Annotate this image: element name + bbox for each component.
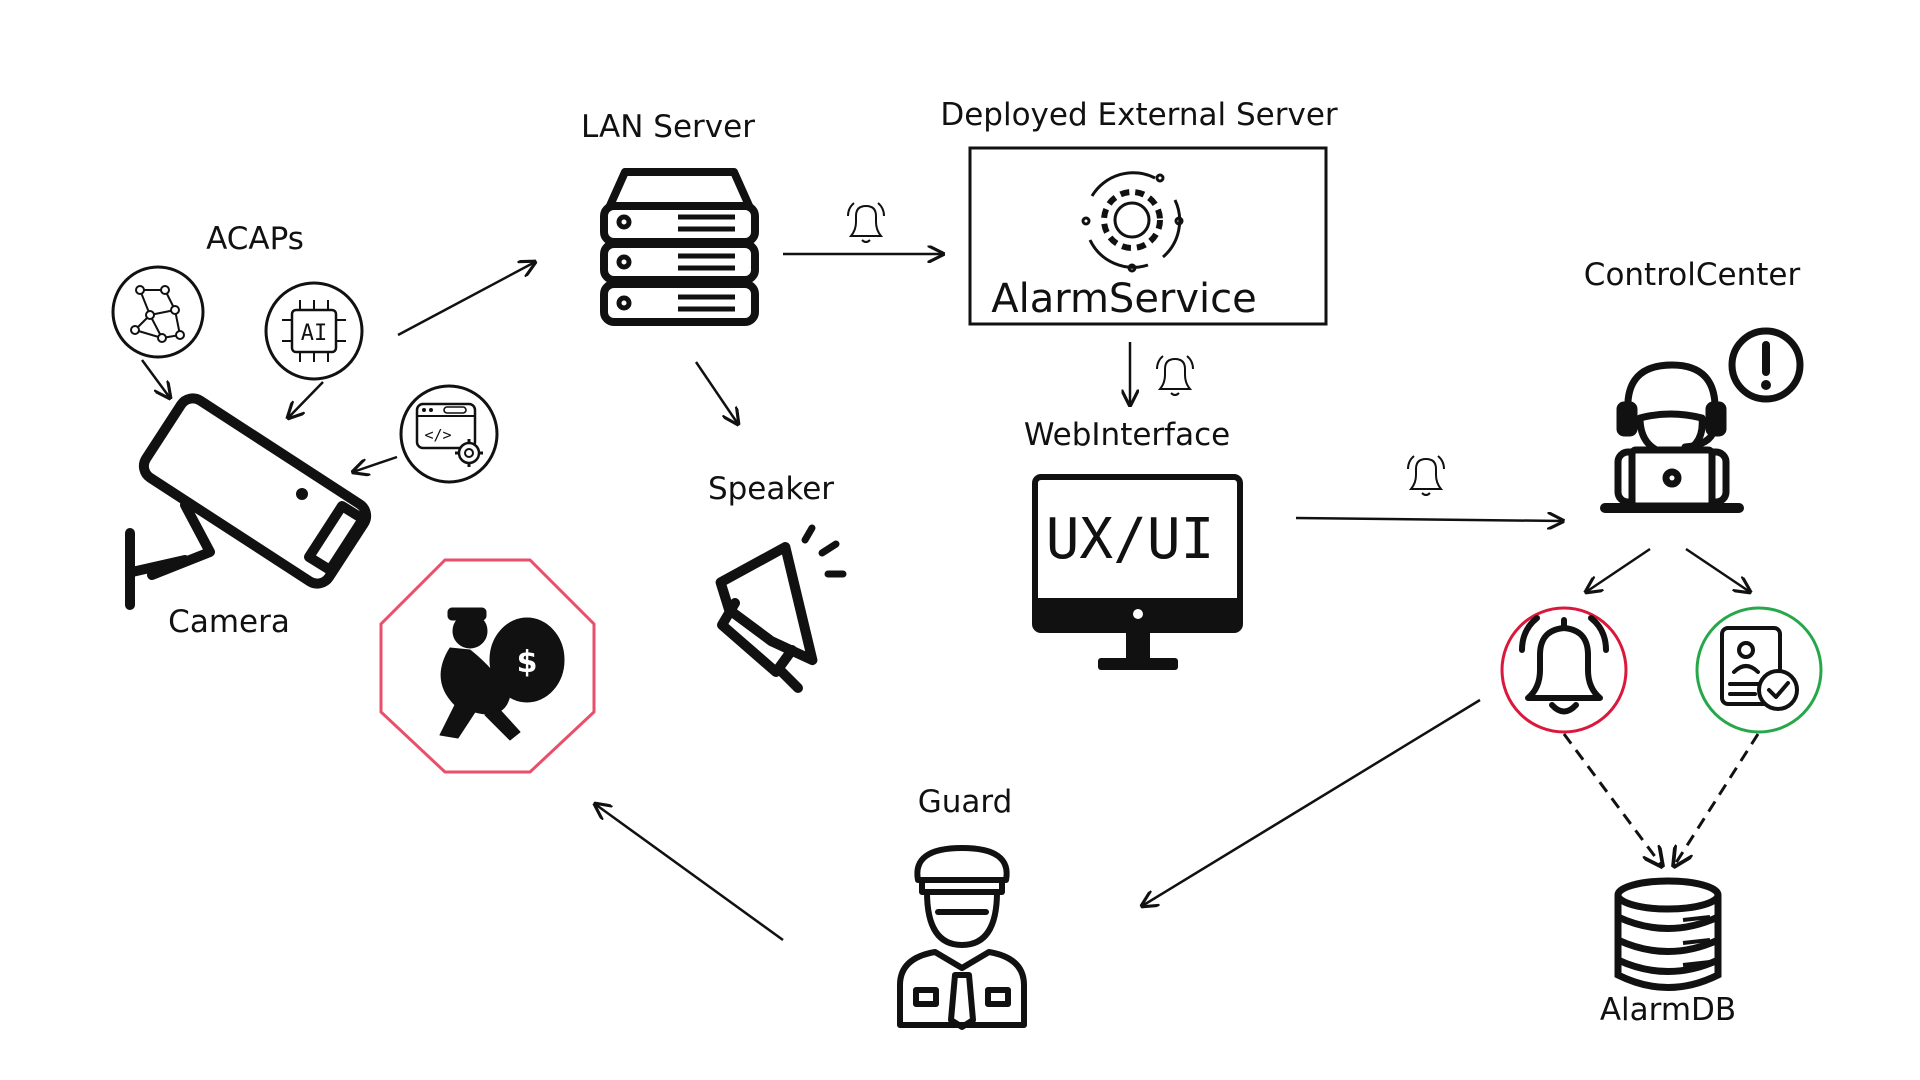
label-camera: Camera [168, 604, 290, 640]
arrow-network-to-camera [140, 359, 170, 398]
label-alarm-db: AlarmDB [1599, 992, 1737, 1028]
gear-cycle-icon [1081, 171, 1184, 273]
label-deployed-external-server: Deployed External Server [940, 97, 1338, 133]
flow-arrows [140, 254, 1760, 942]
alarm-circle [1500, 606, 1628, 734]
alarm-bell-icon [1519, 615, 1609, 715]
code-settings-icon: </> [399, 384, 499, 484]
arrow-control-to-approve [1685, 547, 1750, 592]
security-camera-icon [125, 393, 372, 610]
arrow-code-to-camera [353, 455, 398, 472]
label-web-interface: WebInterface [1023, 417, 1231, 453]
database-icon [1614, 877, 1722, 991]
approve-circle [1695, 606, 1823, 734]
label-speaker: Speaker [707, 471, 835, 507]
monitor-icon [1032, 474, 1243, 670]
arrow-control-to-alarm [1586, 547, 1651, 592]
arrow-camera-to-lan [397, 262, 535, 337]
label-acaps: ACAPs [206, 221, 304, 257]
label-control-center: ControlCenter [1583, 257, 1801, 293]
code-symbol: </> [424, 426, 451, 444]
dollar-sign: $ [517, 645, 538, 680]
approved-report-icon [1720, 626, 1799, 711]
label-guard: Guard [917, 784, 1013, 820]
arrow-web-to-control [1295, 518, 1563, 521]
bell-icon [847, 202, 885, 243]
guard-icon [897, 845, 1027, 1030]
label-lan-server: LAN Server [581, 109, 755, 145]
neural-network-icon [111, 265, 205, 359]
thief-stop-sign [379, 558, 596, 774]
arrow-guard-to-thief [595, 804, 784, 942]
arrow-approve-to-db [1674, 733, 1760, 866]
arrow-ai-to-camera [288, 381, 324, 418]
server-rack-icon [600, 168, 759, 326]
bell-icon [1156, 355, 1194, 396]
thief-icon: $ [439, 607, 565, 741]
label-ux-ui: UX/UI [1045, 507, 1215, 572]
external-server-box [968, 146, 1328, 326]
arrow-alarm-to-db [1562, 733, 1662, 866]
label-alarm-service: AlarmService [991, 276, 1257, 322]
arrow-alarm-to-guard [1142, 698, 1481, 906]
bell-icon [1407, 455, 1445, 496]
arrow-lan-to-speaker [694, 361, 738, 424]
operator-icon [1600, 361, 1744, 513]
megaphone-icon [715, 524, 847, 693]
ai-chip-label: AI [301, 321, 328, 346]
ai-chip-icon: AI [264, 281, 364, 381]
warning-gear-icon [1728, 327, 1804, 403]
